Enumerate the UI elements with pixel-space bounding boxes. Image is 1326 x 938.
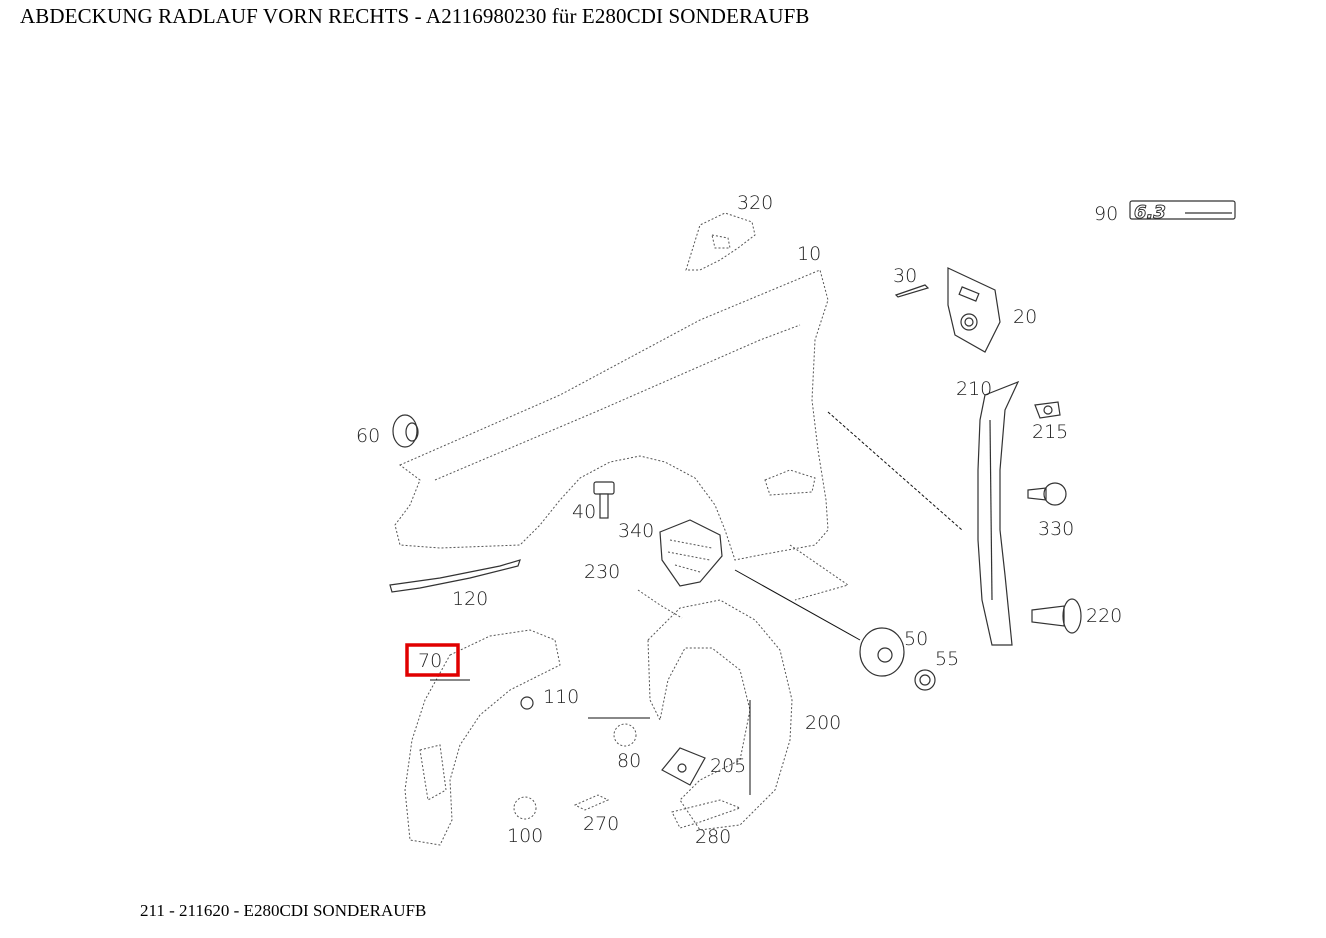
part-205-bracket-drawing[interactable]: [661, 747, 706, 786]
label-100[interactable]: 100: [507, 825, 543, 847]
label-340[interactable]: 340: [618, 520, 654, 542]
label-30[interactable]: 30: [893, 265, 917, 287]
label-320[interactable]: 320: [737, 192, 773, 214]
part-80-clip-drawing[interactable]: [613, 723, 637, 747]
label-80[interactable]: 80: [617, 750, 641, 772]
label-40[interactable]: 40: [572, 501, 596, 523]
part-330-clip-drawing[interactable]: [1027, 482, 1067, 506]
label-230[interactable]: 230: [584, 561, 620, 583]
label-110[interactable]: 110: [543, 686, 579, 708]
part-100-clip-drawing[interactable]: [513, 796, 537, 820]
part-340-grille-drawing[interactable]: [659, 519, 723, 587]
part-120-strip-drawing[interactable]: [389, 559, 521, 593]
part-270-clip-drawing[interactable]: [573, 794, 610, 811]
label-60[interactable]: 60: [356, 425, 380, 447]
part-55-nut-drawing[interactable]: [914, 669, 936, 691]
label-210[interactable]: 210: [956, 378, 992, 400]
part-200-liner-drawing[interactable]: [647, 599, 793, 831]
part-60-plug-drawing[interactable]: [392, 414, 419, 448]
label-280[interactable]: 280: [695, 826, 731, 848]
label-20[interactable]: 20: [1013, 306, 1037, 328]
part-30-pin-drawing[interactable]: [894, 284, 930, 298]
label-90[interactable]: 90: [1094, 203, 1118, 225]
label-50[interactable]: 50: [904, 628, 928, 650]
page-title: ABDECKUNG RADLAUF VORN RECHTS - A2116980…: [20, 4, 810, 28]
part-220-rivet-drawing[interactable]: [1031, 598, 1082, 634]
label-330[interactable]: 330: [1038, 518, 1074, 540]
part-10-fender-drawing[interactable]: [394, 269, 850, 601]
footer-model-info: 211 - 211620 - E280CDI SONDERAUFB: [140, 901, 427, 920]
part-215-clip-drawing[interactable]: [1034, 401, 1061, 419]
label-200[interactable]: 200: [805, 712, 841, 734]
label-70[interactable]: 70: [418, 650, 442, 672]
label-270[interactable]: 270: [583, 813, 619, 835]
highlight-box-70: [405, 643, 460, 677]
part-90-emblem-drawing[interactable]: 6.3: [1129, 200, 1236, 224]
part-320-drawing[interactable]: [685, 212, 756, 271]
part-280-clip-drawing[interactable]: [671, 799, 742, 829]
part-labels: 320 10 90 30 20 210 215 60 40 340 330 23…: [356, 192, 1122, 848]
label-120[interactable]: 120: [452, 588, 488, 610]
part-210-strip-drawing[interactable]: [977, 380, 1020, 646]
part-110-clip-drawing[interactable]: [520, 696, 534, 710]
part-20-plate-drawing[interactable]: [947, 267, 1001, 353]
label-220[interactable]: 220: [1086, 605, 1122, 627]
part-40-screw-drawing[interactable]: [593, 481, 615, 519]
label-10[interactable]: 10: [797, 243, 821, 265]
part-50-washer-drawing[interactable]: [859, 627, 905, 677]
emblem-text: 6.3: [1134, 202, 1166, 223]
part-70-liner-drawing[interactable]: [404, 629, 561, 846]
leader-lines: [430, 411, 963, 795]
label-55[interactable]: 55: [935, 648, 959, 670]
part-230-wire-drawing[interactable]: [637, 589, 683, 619]
label-205[interactable]: 205: [710, 755, 746, 777]
label-215[interactable]: 215: [1032, 421, 1068, 443]
